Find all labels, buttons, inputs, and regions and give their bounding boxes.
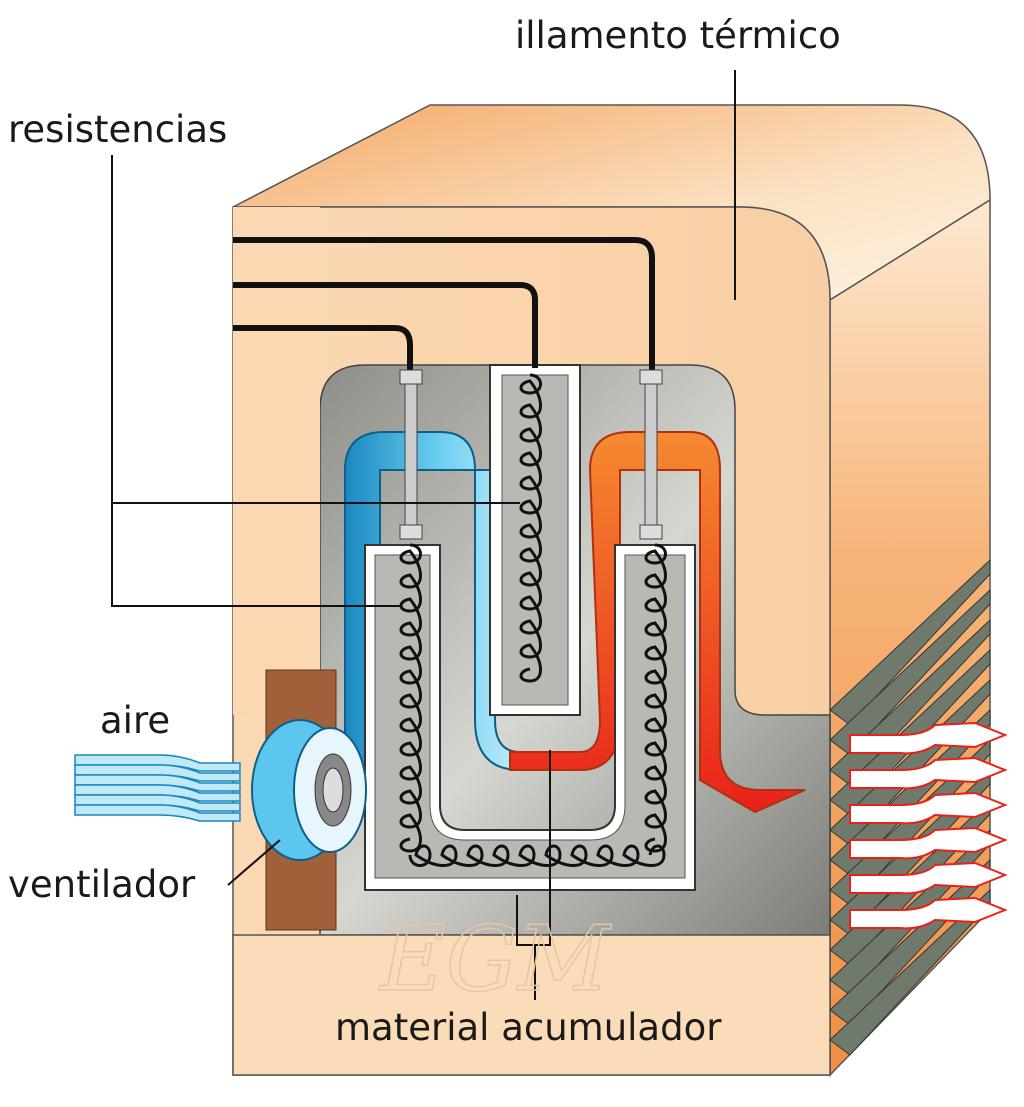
hot-air-arrows [849, 721, 1008, 930]
insulation-lower-front [232, 934, 831, 1076]
cold-air-arrows [74, 754, 241, 822]
hot-air-channel [509, 431, 806, 814]
terminal-rods [399, 369, 663, 540]
hot-air-arrow [849, 861, 1008, 895]
resistor-coil [408, 844, 666, 867]
power-wires [233, 237, 655, 370]
label-fan: ventilador [8, 863, 196, 906]
insulation-left-column [233, 207, 320, 715]
resistor-coil [399, 543, 422, 853]
louvre-slat [829, 558, 991, 726]
hot-air-arrow [849, 721, 1008, 755]
hot-air-arrow [849, 826, 1008, 860]
label-air: aire [100, 699, 170, 742]
hot-air-arrow [849, 756, 1008, 790]
watermark: EGM [378, 907, 612, 1012]
resistor-coil [519, 373, 542, 683]
hot-air-arrow [849, 791, 1008, 825]
hot-air-arrow [849, 896, 1008, 930]
fan [251, 719, 367, 861]
leader-lines [111, 70, 736, 1000]
resistor-coil [644, 543, 667, 853]
louvre-slat [829, 588, 991, 756]
resistor-coils [399, 373, 667, 867]
label-resistors: resistencias [8, 108, 227, 151]
cold-air-arrow [74, 804, 241, 822]
label-storage-material: material acumulador [335, 1006, 722, 1049]
label-insulation: illamento térmico [515, 14, 841, 57]
